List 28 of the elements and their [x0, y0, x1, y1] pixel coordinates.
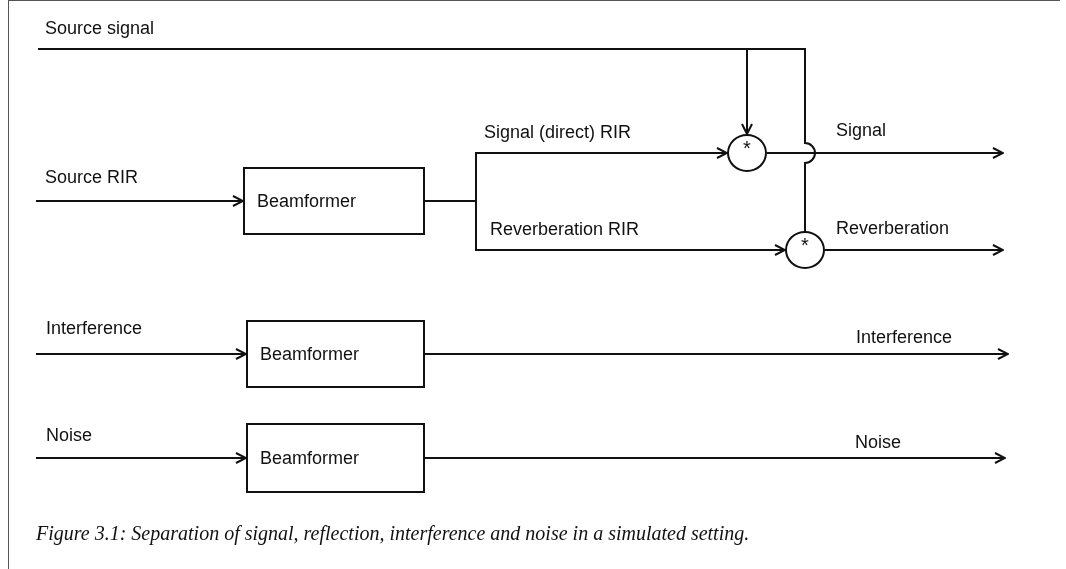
- figure-caption: Figure 3.1: Separation of signal, reflection, interference and noise in a simulated setting.: [36, 522, 750, 545]
- multiply-circle: [785, 231, 825, 269]
- arrow: [824, 244, 1004, 256]
- beamformer-box: [246, 423, 425, 493]
- box-label: Beamformer: [260, 447, 360, 469]
- edge-label: Interference: [856, 326, 953, 348]
- edge-label: Signal: [836, 119, 887, 141]
- arrow: [766, 147, 1004, 159]
- edge-label: Noise: [855, 431, 902, 453]
- edge-label: Reverberation: [836, 217, 950, 239]
- arrow: [35, 452, 247, 464]
- arrow: [35, 195, 244, 207]
- operator-symbol: *: [801, 235, 809, 255]
- edge-label: Interference: [46, 317, 143, 339]
- operator-symbol: *: [743, 138, 751, 158]
- multiply-circle: [727, 134, 767, 172]
- edge-label: Signal (direct) RIR: [484, 121, 632, 143]
- arrow: [424, 348, 1009, 360]
- arrow: [424, 452, 1006, 464]
- edge-label: Reverberation RIR: [490, 218, 640, 240]
- arrow: [35, 348, 247, 360]
- beamformer-box: [243, 167, 425, 235]
- edge-label: Source signal: [45, 17, 155, 39]
- edge-label: Source RIR: [45, 166, 139, 188]
- edge-label: Noise: [46, 424, 93, 446]
- beamformer-box: [246, 320, 425, 388]
- box-label: Beamformer: [257, 190, 357, 212]
- box-label: Beamformer: [260, 343, 360, 365]
